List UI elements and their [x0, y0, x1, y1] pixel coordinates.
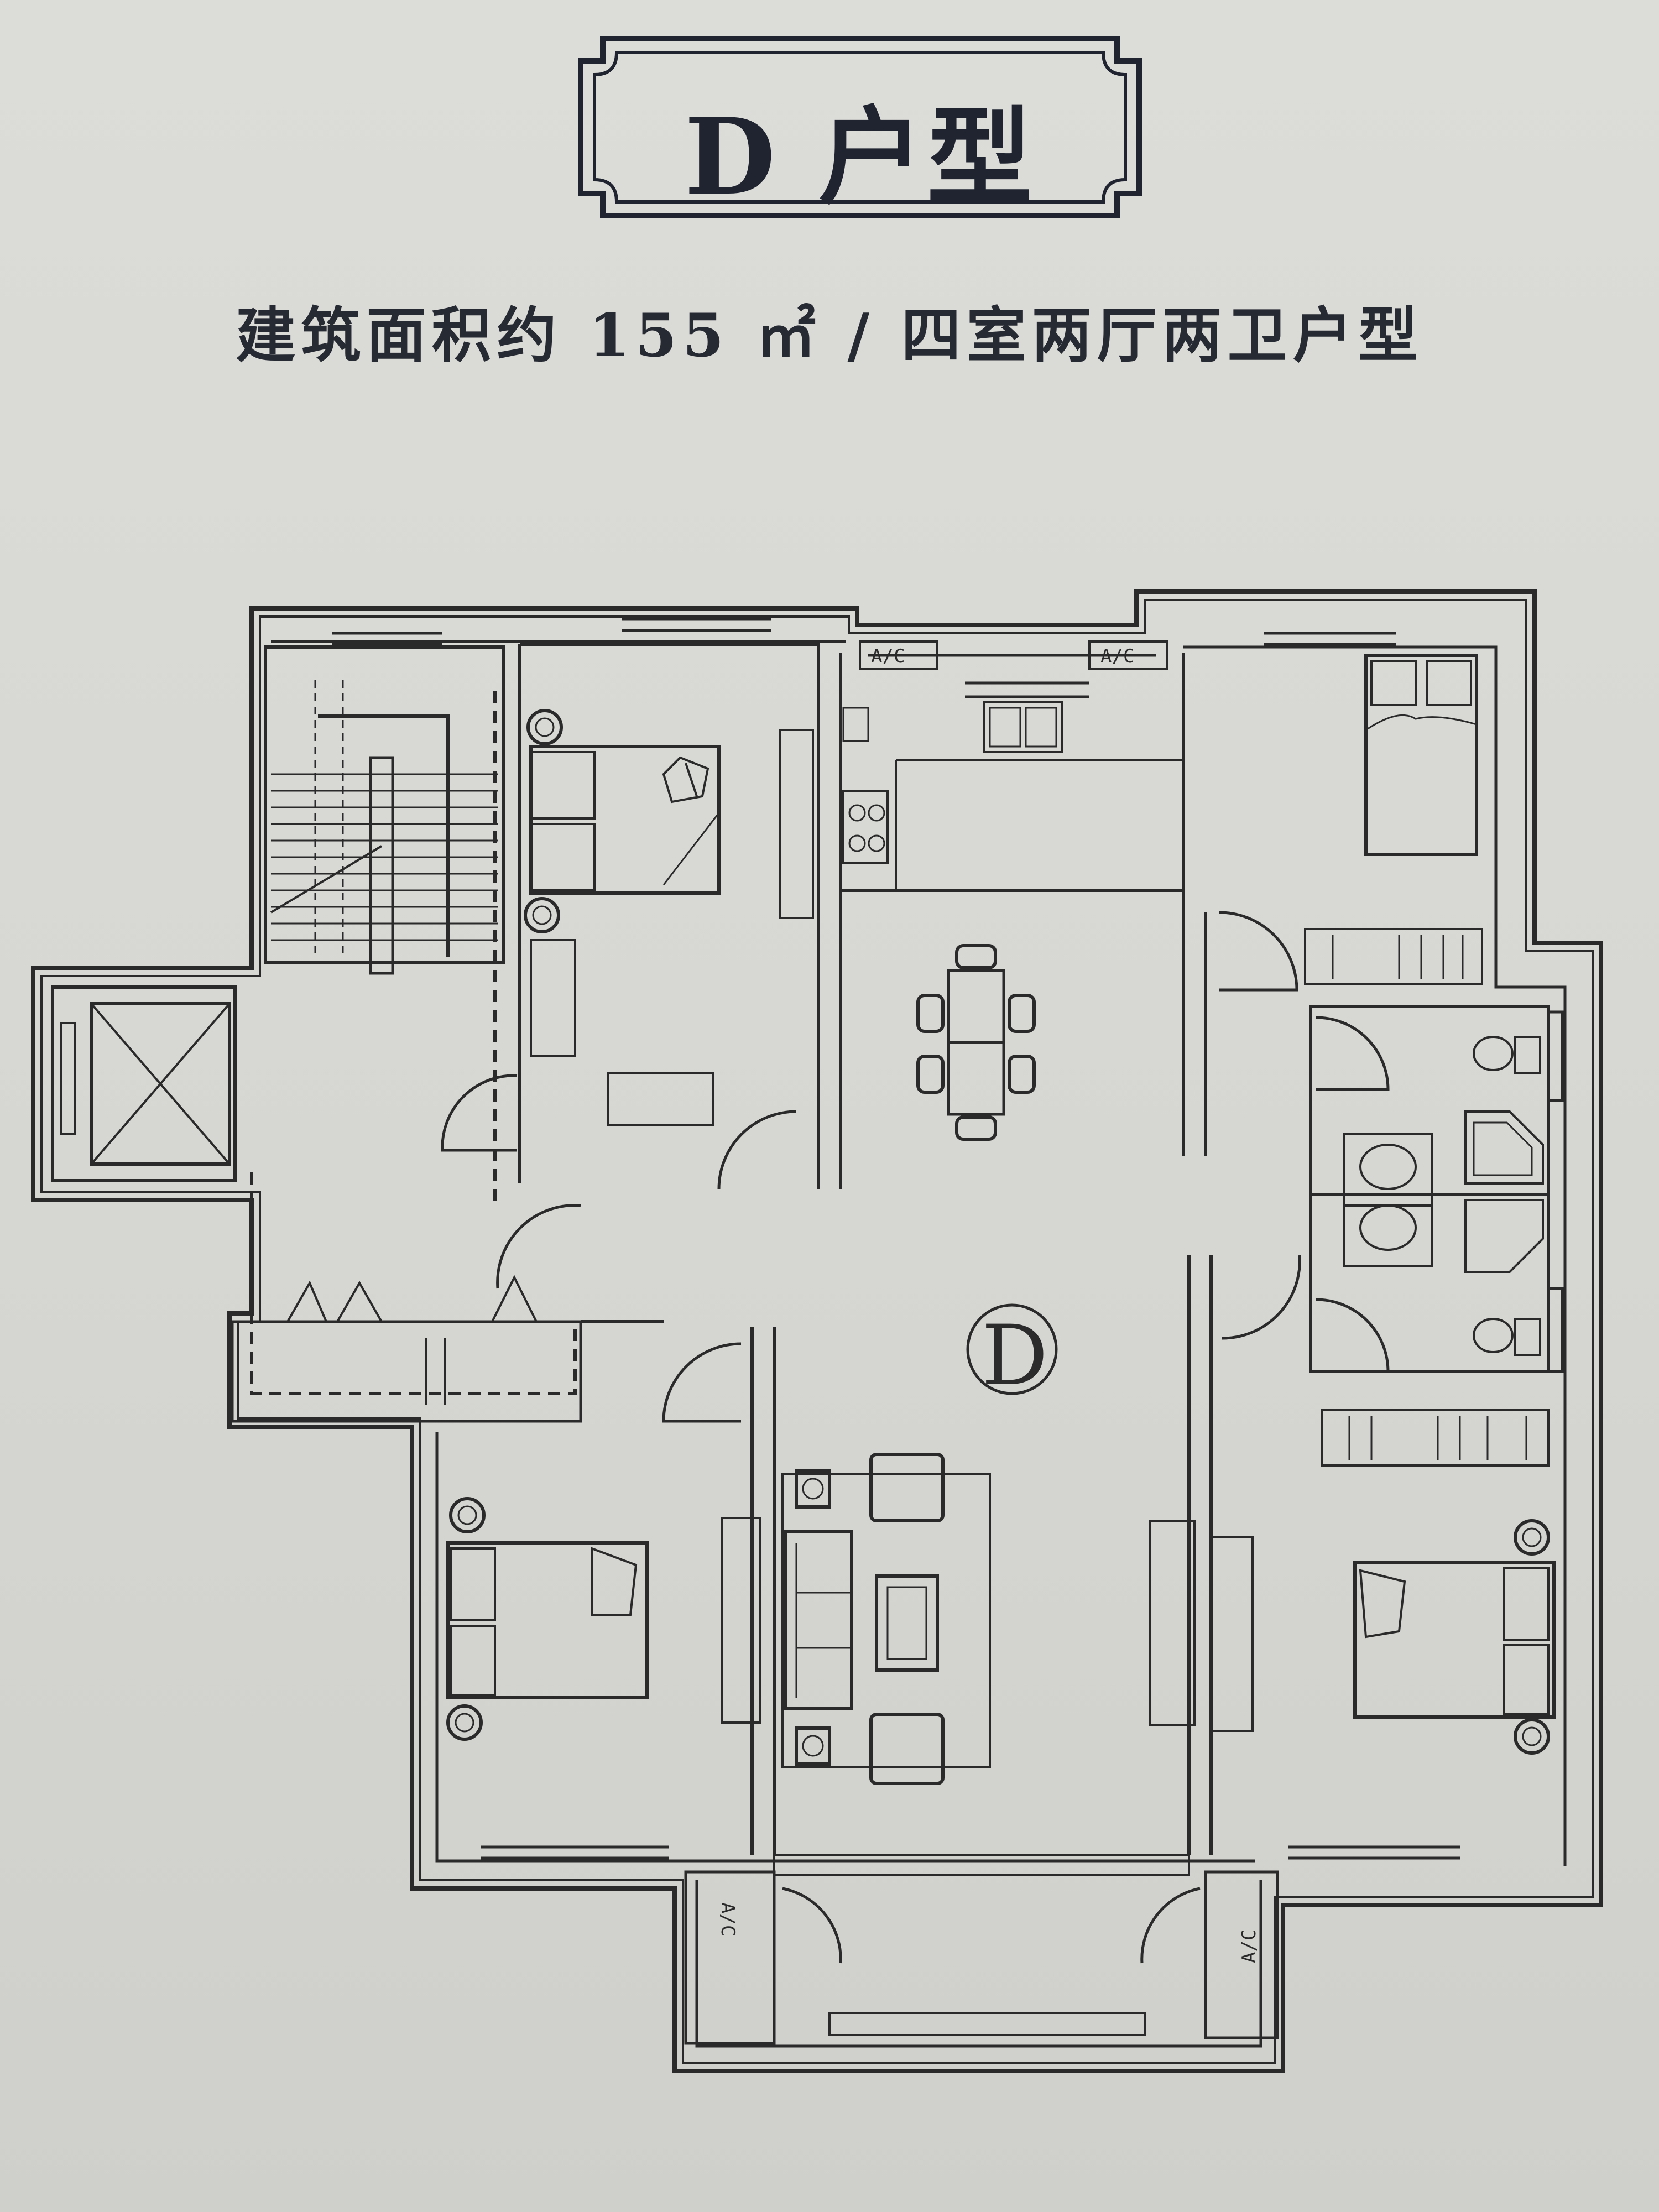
kitchen: [839, 653, 1185, 892]
interior-walls: [581, 653, 1213, 1876]
title-plaque-frame: [578, 36, 1142, 218]
page-title: D 户型: [684, 95, 1036, 218]
bedroom-4: [446, 1497, 761, 1741]
windows: [332, 618, 1564, 1860]
exterior-walls: [31, 589, 1603, 2073]
stairwell: [264, 645, 505, 975]
dining-table: [916, 944, 1036, 1141]
elevator: [51, 985, 237, 1182]
bedroom-2: [1304, 654, 1483, 985]
unit-marker-circle: [966, 1303, 1058, 1395]
ac-label-3: A/C: [717, 1902, 739, 1936]
bathroom-upper: [1309, 1005, 1550, 1207]
page-subtitle: 建筑面积约 155 ㎡ / 四室两厅两卫户型: [236, 301, 1423, 371]
unit-label: D: [981, 1308, 1048, 1404]
bedroom-1: [518, 643, 820, 1183]
door-swings: [441, 911, 1390, 1964]
ac-label-2: A/C: [1100, 645, 1134, 667]
ac-label-4: A/C: [1238, 1929, 1260, 1963]
balcony: [684, 1870, 1279, 2045]
living-room-furniture: [781, 1453, 991, 1785]
bedroom-3: [1149, 1409, 1556, 1755]
lobby: [231, 691, 582, 1423]
ac-label-1: A/C: [871, 645, 905, 667]
bathroom-lower: [1309, 1193, 1550, 1373]
